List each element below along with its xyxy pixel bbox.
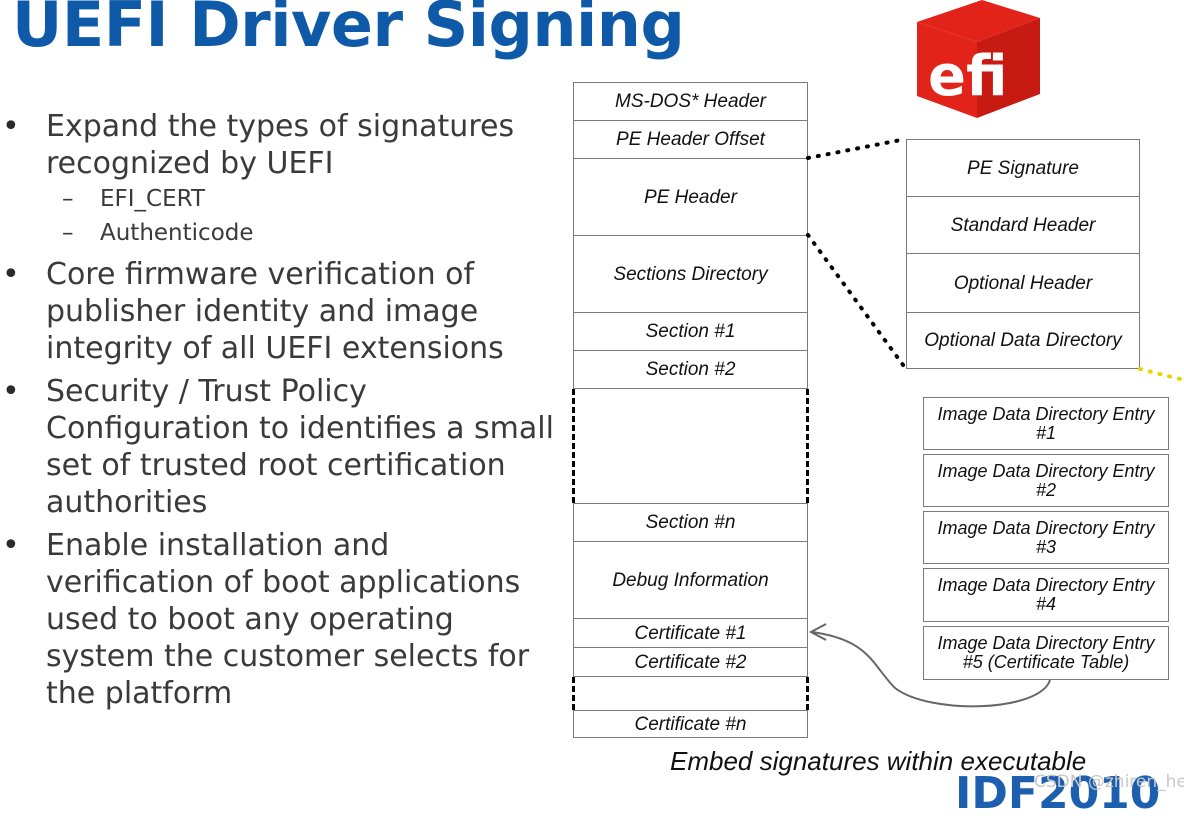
standard-header-box: Standard Header [906, 196, 1140, 254]
data-directory-entry-2: Image Data Directory Entry #2 [923, 454, 1169, 507]
optional-header-box: Optional Header [906, 253, 1140, 313]
logo-cube-right [977, 18, 1040, 118]
dotted-connector-to-pe-signature [806, 137, 908, 160]
certificate-table-arrow [811, 631, 1051, 708]
elided-sections-left-edge [572, 389, 575, 503]
certificate-n-box: Certificate #n [573, 710, 808, 738]
yellow-dotted-connector [1138, 367, 1184, 382]
pe-header-offset-box: PE Header Offset [573, 120, 808, 159]
elided-sections-right-edge [806, 389, 809, 503]
elided-certs-right-edge [806, 677, 809, 710]
bullet-item: Core firmware verification of publisher … [0, 256, 560, 367]
pe-signature-box: PE Signature [906, 139, 1140, 197]
logo-cube-left [917, 22, 977, 118]
sub-bullet-item: Authenticode [0, 216, 560, 250]
sub-bullet-item: EFI_CERT [0, 182, 560, 216]
bullet-item: Enable installation and verification of … [0, 527, 560, 712]
watermark-text: CSDN @zhiren_he [1034, 772, 1184, 792]
efi-logo: efi [917, 0, 1040, 118]
ms-dos-header-box: MS-DOS* Header [573, 82, 808, 121]
section-2-box: Section #2 [573, 350, 808, 389]
certificate-2-box: Certificate #2 [573, 647, 808, 677]
pe-header-box: PE Header [573, 158, 808, 236]
bullet-item: Security / Trust Policy Configuration to… [0, 373, 560, 521]
logo-cube-top [917, 0, 1040, 42]
debug-information-box: Debug Information [573, 541, 808, 619]
dotted-connector-to-optional-data-directory [806, 233, 908, 371]
data-directory-entry-5-certificate-table: Image Data Directory Entry #5 (Certifica… [923, 626, 1169, 680]
elided-certs-left-edge [572, 677, 575, 710]
embed-signatures-caption: Embed signatures within executable [670, 746, 1087, 776]
connector-lines [806, 137, 1184, 708]
section-n-box: Section #n [573, 503, 808, 542]
optional-data-directory-box: Optional Data Directory [906, 312, 1140, 369]
arrow-head [808, 623, 827, 641]
bullet-item: Expand the types of signatures recognize… [0, 108, 560, 182]
certificate-1-box: Certificate #1 [573, 618, 808, 648]
data-directory-entry-1: Image Data Directory Entry #1 [923, 397, 1169, 450]
data-directory-entry-3: Image Data Directory Entry #3 [923, 511, 1169, 564]
page-title: UEFI Driver Signing [12, 0, 685, 61]
data-directory-entry-4: Image Data Directory Entry #4 [923, 568, 1169, 622]
bullet-list: Expand the types of signatures recognize… [0, 108, 560, 712]
logo-letters: efi [928, 44, 1008, 109]
